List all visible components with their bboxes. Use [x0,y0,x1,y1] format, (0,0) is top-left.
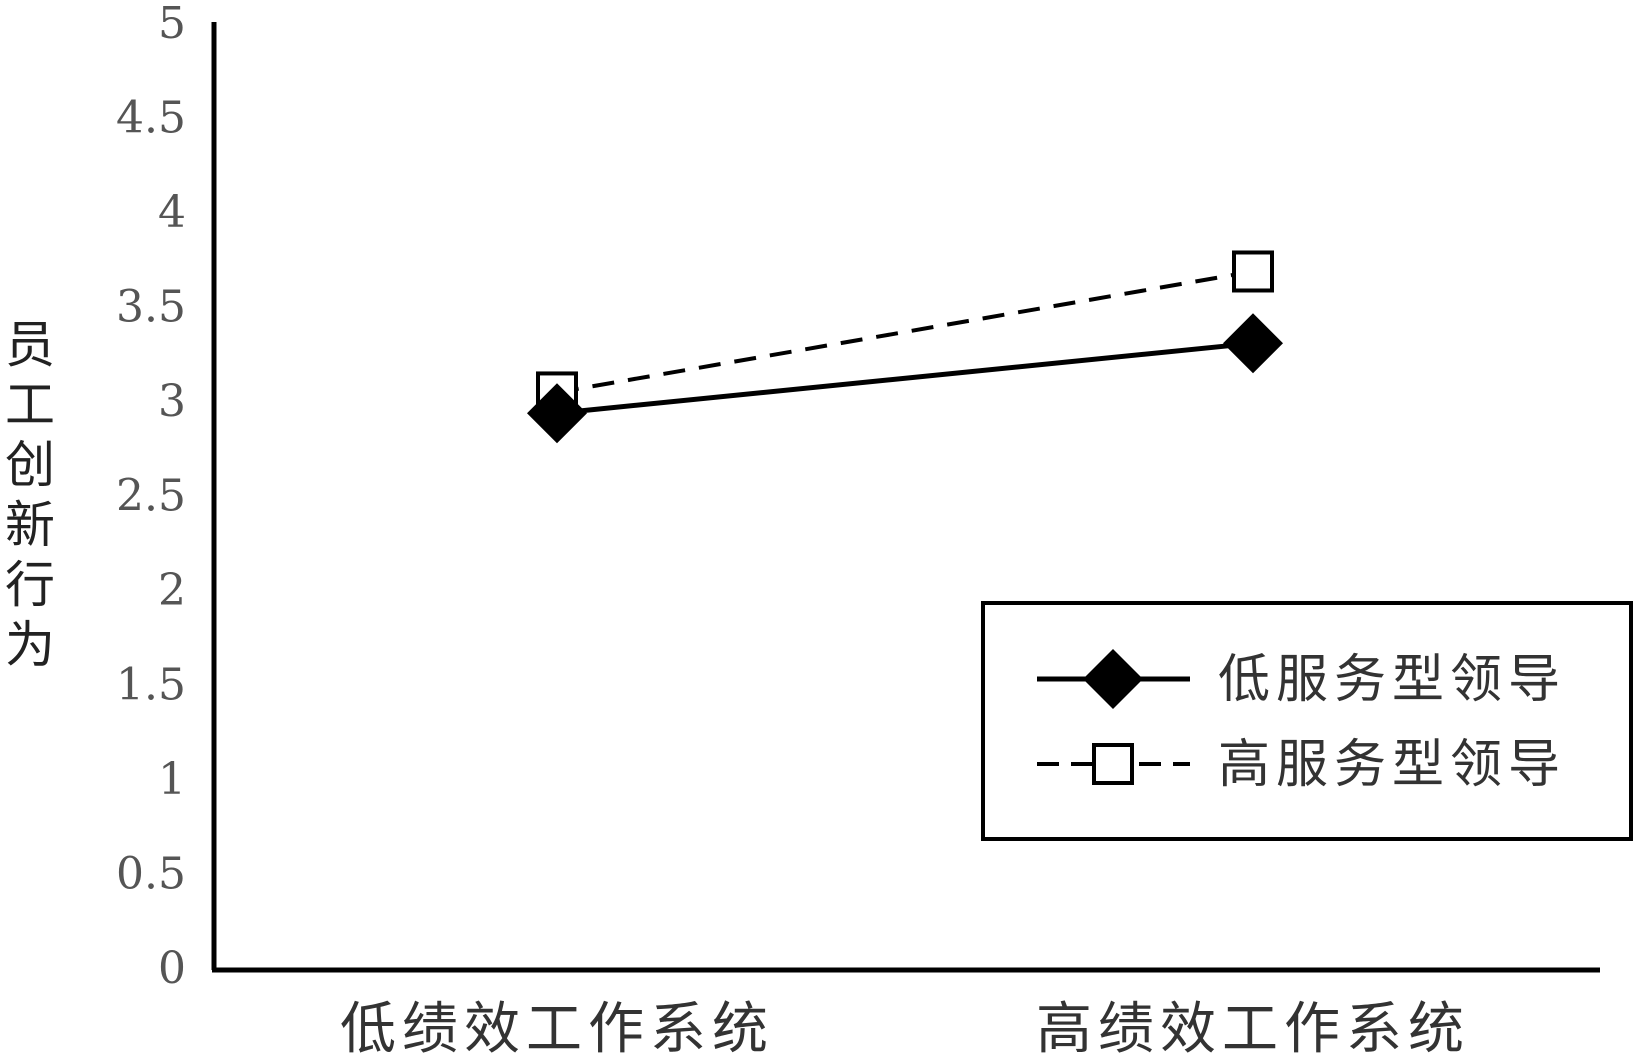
y-tick-label-2: 1 [158,754,186,805]
y-tick-label-9: 4.5 [116,93,186,144]
series-0-point-0 [527,383,587,444]
y-tick-label-10: 5 [158,0,186,49]
y-tick-label-8: 4 [158,187,186,238]
y-axis-label-char-0: 员 [5,316,55,374]
y-axis-label: 员工创新行为 [5,316,55,674]
series-layer [527,250,1283,444]
y-tick-label-4: 2 [158,565,186,616]
legend-label-0: 低服务型领导 [1218,650,1566,710]
x-category-labels: 低绩效工作系统 高绩效工作系统 [340,997,1470,1056]
legend-marker-1 [1092,743,1134,785]
y-axis-label-char-4: 行 [5,556,55,614]
y-axis-label-char-5: 为 [5,616,55,674]
y-tick-labels: 0 0.5 1 1.5 2 2.5 3 3.5 4 4.5 5 [116,0,186,994]
y-axis-label-char-2: 创 [5,436,55,494]
x-category-label-0: 低绩效工作系统 [340,997,774,1056]
series-0-point-1 [1223,313,1283,374]
y-tick-label-3: 1.5 [116,660,186,711]
y-tick-label-5: 2.5 [116,471,186,522]
series-line-1 [556,269,1254,395]
series-1-point-1 [1232,250,1274,293]
y-tick-label-7: 3.5 [116,282,186,333]
y-axis-label-char-1: 工 [5,376,55,434]
y-tick-label-1: 0.5 [116,849,186,900]
x-category-label-1: 高绩效工作系统 [1036,997,1470,1056]
series-line-0 [556,340,1254,416]
legend-marker-0 [1083,649,1143,709]
legend-box [981,601,1633,841]
y-axis-label-char-3: 新 [5,496,55,554]
y-tick-label-0: 0 [158,943,186,994]
legend-label-1: 高服务型领导 [1218,735,1566,795]
y-tick-label-6: 3 [158,376,186,427]
